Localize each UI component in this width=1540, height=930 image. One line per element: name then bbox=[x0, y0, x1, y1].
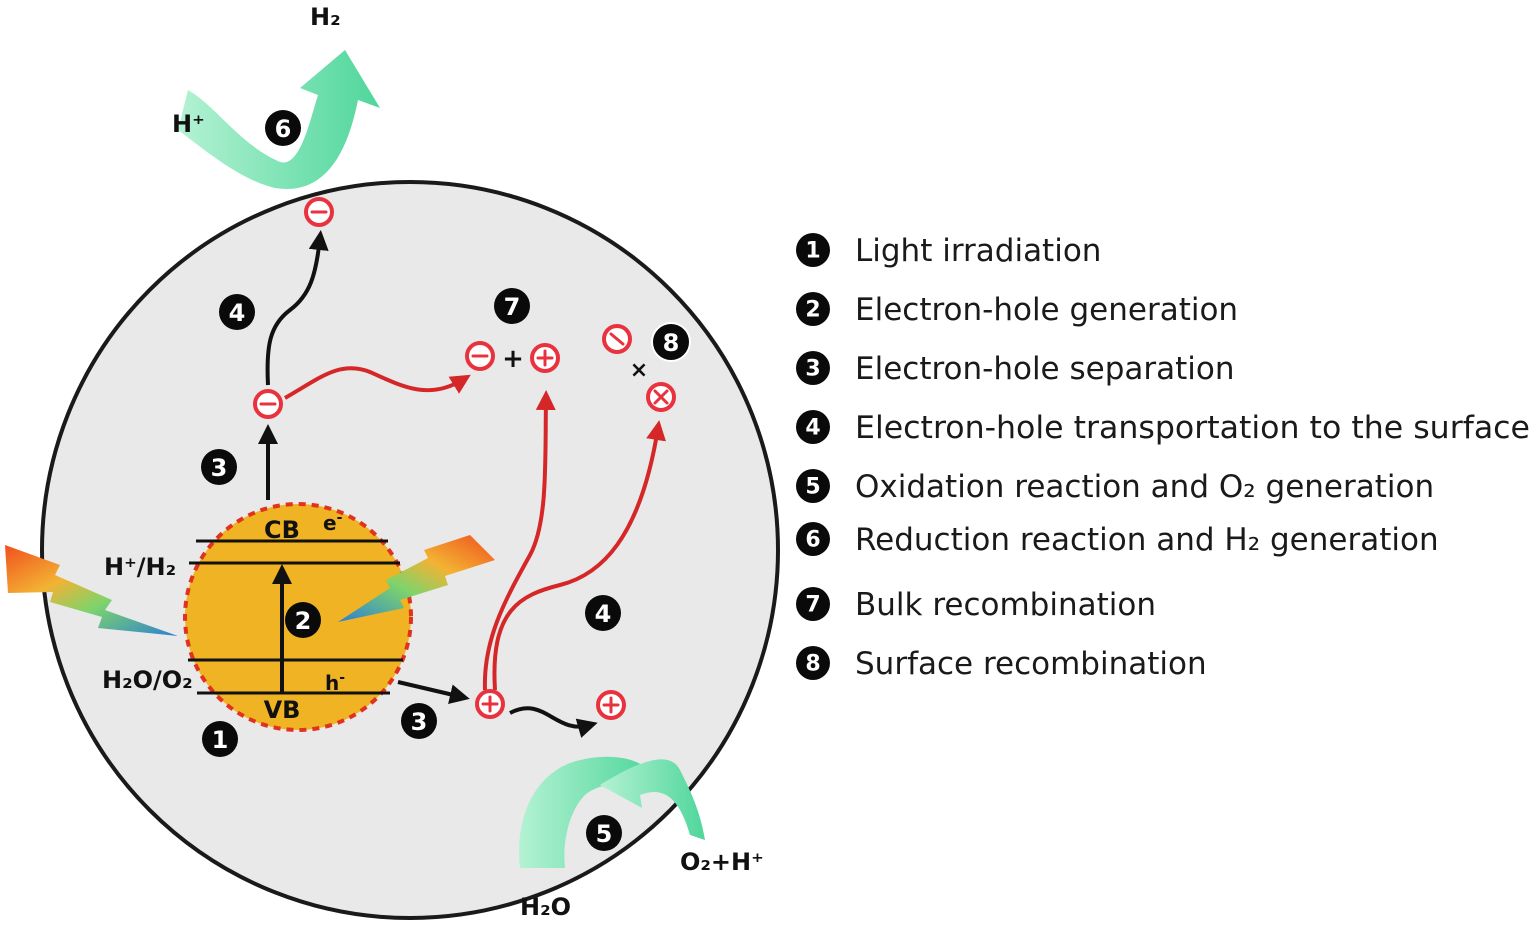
hole-plus-icon bbox=[596, 690, 626, 720]
legend-label-light-irradiation: Light irradiation bbox=[855, 233, 1101, 269]
legend-label-surface-recombination: Surface recombination bbox=[855, 646, 1207, 682]
legend-label-reduction-reaction: Reduction reaction and H₂ generation bbox=[855, 522, 1439, 558]
hole-plus-icon bbox=[646, 382, 676, 412]
h-plus-reactant-label: H⁺ bbox=[172, 110, 205, 138]
hole-plus-icon bbox=[530, 343, 560, 373]
svg-text:6: 6 bbox=[275, 115, 292, 143]
redox-potential-h2-label: H⁺/H₂ bbox=[104, 553, 176, 581]
svg-text:4: 4 bbox=[805, 416, 820, 441]
legend-item: 5 Oxidation reaction and O₂ generation bbox=[796, 469, 1434, 505]
legend-item: 4 Electron-hole transportation to the su… bbox=[796, 410, 1530, 446]
lightning-bolt-icon bbox=[5, 545, 178, 636]
svg-text:6: 6 bbox=[805, 528, 820, 553]
svg-text:5: 5 bbox=[805, 475, 820, 500]
legend-label-electron-hole-transportation: Electron-hole transportation to the surf… bbox=[855, 410, 1530, 446]
electron-minus-icon bbox=[304, 197, 334, 227]
h2-product-label: H₂ bbox=[310, 3, 341, 31]
step-badge-3: 3 bbox=[401, 703, 437, 739]
svg-text:4: 4 bbox=[595, 600, 612, 628]
svg-text:2: 2 bbox=[805, 298, 820, 323]
photocatalyst-particle bbox=[40, 180, 780, 920]
legend-badge-7 bbox=[796, 587, 830, 621]
legend-item: 6 Reduction reaction and H₂ generation bbox=[796, 522, 1439, 558]
legend-label-bulk-recombination: Bulk recombination bbox=[855, 587, 1156, 623]
oxidation-reaction-arrow bbox=[519, 756, 652, 868]
legend-item: 1 Light irradiation bbox=[796, 233, 1101, 269]
o2-h-plus-product-label: O₂+H⁺ bbox=[680, 848, 764, 876]
legend-badge-8 bbox=[796, 646, 830, 680]
recombination-times-symbol: × bbox=[630, 358, 648, 383]
legend-badge-6 bbox=[796, 522, 830, 556]
step-badge-5: 5 bbox=[586, 815, 622, 851]
step-badge-8: 8 bbox=[651, 322, 691, 362]
step-badge-6: 6 bbox=[265, 110, 301, 146]
legend-item: 3 Electron-hole separation bbox=[796, 351, 1235, 387]
lightning-bolt-icon bbox=[338, 535, 495, 622]
electron-transport-arrow bbox=[265, 230, 329, 386]
legend-label-oxidation-reaction: Oxidation reaction and O₂ generation bbox=[855, 469, 1434, 505]
hole-separation-arrow bbox=[397, 680, 470, 704]
svg-text:3: 3 bbox=[411, 708, 428, 736]
conduction-band-label: CB bbox=[264, 516, 300, 544]
step-badge-7: 7 bbox=[494, 288, 530, 324]
legend-label-electron-hole-generation: Electron-hole generation bbox=[855, 292, 1238, 328]
legend: 1 Light irradiation 2 Electron-hole gene… bbox=[796, 233, 1530, 682]
legend-item: 7 Bulk recombination bbox=[796, 587, 1156, 623]
svg-text:8: 8 bbox=[805, 652, 820, 677]
legend-badge-4 bbox=[796, 410, 830, 444]
energy-band-lines bbox=[188, 539, 403, 695]
legend-item: 8 Surface recombination bbox=[796, 646, 1207, 682]
svg-text:4: 4 bbox=[229, 299, 246, 327]
legend-badge-2 bbox=[796, 292, 830, 326]
redox-potential-o2-label: H₂O/O₂ bbox=[102, 666, 193, 694]
electron-label: e- bbox=[323, 510, 343, 535]
svg-text:5: 5 bbox=[596, 820, 613, 848]
bulk-recombination-electron-arrow bbox=[284, 366, 471, 400]
valence-band-label: VB bbox=[264, 696, 301, 724]
svg-text:7: 7 bbox=[805, 593, 820, 618]
reduction-reaction-arrow bbox=[178, 50, 380, 189]
svg-text:3: 3 bbox=[211, 454, 228, 482]
svg-text:7: 7 bbox=[504, 293, 521, 321]
hole-label: h- bbox=[325, 670, 345, 695]
svg-text:1: 1 bbox=[212, 726, 229, 754]
electron-minus-icon bbox=[465, 341, 495, 371]
oxidation-reaction-arrowhead bbox=[600, 759, 705, 840]
bulk-recombination-hole-arrow bbox=[482, 390, 556, 691]
electron-minus-icon bbox=[602, 324, 632, 354]
step-badge-3: 3 bbox=[201, 449, 237, 485]
legend-badge-1 bbox=[796, 233, 830, 267]
hole-plus-icon bbox=[475, 689, 505, 719]
step-badge-4: 4 bbox=[219, 294, 255, 330]
legend-badge-3 bbox=[796, 351, 830, 385]
step-badge-4: 4 bbox=[585, 595, 621, 631]
svg-text:3: 3 bbox=[805, 357, 820, 382]
svg-text:2: 2 bbox=[295, 607, 312, 635]
step-badge-2: 2 bbox=[285, 602, 321, 638]
surface-recombination-hole-arrow bbox=[492, 420, 666, 691]
electron-minus-icon bbox=[253, 389, 283, 419]
legend-badge-5 bbox=[796, 469, 830, 503]
legend-label-electron-hole-separation: Electron-hole separation bbox=[855, 351, 1235, 387]
h2o-reactant-label: H₂O bbox=[520, 893, 571, 921]
legend-item: 2 Electron-hole generation bbox=[796, 292, 1238, 328]
hole-transport-arrow bbox=[509, 706, 598, 738]
step-badge-1: 1 bbox=[202, 721, 238, 757]
recombination-plus-symbol: + bbox=[502, 344, 524, 374]
svg-text:1: 1 bbox=[805, 239, 820, 264]
svg-text:8: 8 bbox=[663, 329, 680, 357]
